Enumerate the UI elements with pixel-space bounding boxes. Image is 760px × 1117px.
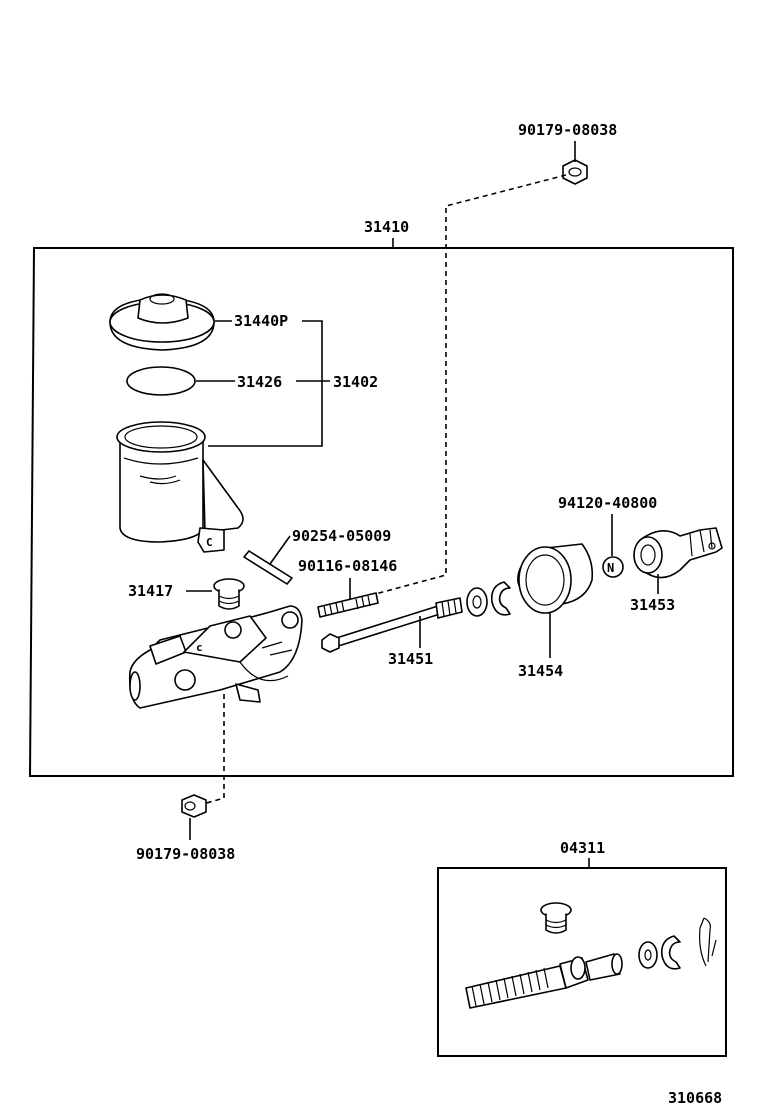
label-reservoir-set: 31402 bbox=[333, 373, 378, 391]
plug-part[interactable] bbox=[213, 578, 245, 610]
kit-spring-part[interactable] bbox=[465, 965, 567, 1009]
push-rod-part[interactable] bbox=[321, 597, 463, 653]
svg-text:c: c bbox=[196, 641, 203, 654]
washer-part[interactable] bbox=[466, 587, 488, 617]
diaphragm-part[interactable] bbox=[126, 366, 196, 396]
label-assembly: 31410 bbox=[364, 218, 409, 236]
reservoir-tank-part[interactable]: C bbox=[116, 421, 244, 553]
label-clevis: 31453 bbox=[630, 596, 675, 614]
boot-part[interactable] bbox=[517, 543, 594, 614]
label-boot: 31454 bbox=[518, 662, 563, 680]
svg-text:C: C bbox=[206, 536, 213, 549]
figure-number: 310668 bbox=[668, 1089, 722, 1107]
nut-n-marker[interactable]: N bbox=[602, 556, 624, 578]
kit-washer-part[interactable] bbox=[638, 941, 658, 969]
snap-ring-part[interactable] bbox=[490, 581, 511, 616]
kit-clip-part[interactable] bbox=[699, 917, 717, 967]
pin-part[interactable] bbox=[243, 550, 293, 585]
kit-plug-part[interactable] bbox=[540, 902, 572, 934]
kit-box bbox=[437, 867, 727, 1057]
kit-snap-ring-part[interactable] bbox=[660, 935, 681, 970]
label-cap: 31440P bbox=[234, 312, 288, 330]
nut-bottom-part[interactable] bbox=[181, 794, 207, 818]
kit-piston-part[interactable] bbox=[559, 953, 623, 989]
reservoir-cap-part[interactable] bbox=[109, 293, 215, 351]
label-diaphragm: 31426 bbox=[237, 373, 282, 391]
label-clevis-nut: 94120-40800 bbox=[558, 494, 657, 512]
nut-top-part[interactable] bbox=[562, 159, 588, 185]
label-stud: 90116-08146 bbox=[298, 557, 397, 575]
master-cylinder-body-part[interactable]: c bbox=[128, 605, 303, 709]
label-pin: 90254-05009 bbox=[292, 527, 391, 545]
label-rod: 31451 bbox=[388, 650, 433, 668]
label-plug: 31417 bbox=[128, 582, 173, 600]
label-nut-top: 90179-08038 bbox=[518, 121, 617, 139]
stud-part[interactable] bbox=[317, 592, 379, 618]
clevis-part[interactable] bbox=[633, 527, 723, 579]
label-nut-bottom: 90179-08038 bbox=[136, 845, 235, 863]
assembly-box bbox=[28, 247, 734, 777]
label-kit: 04311 bbox=[560, 839, 605, 857]
label-nut-marker: N bbox=[607, 561, 614, 575]
